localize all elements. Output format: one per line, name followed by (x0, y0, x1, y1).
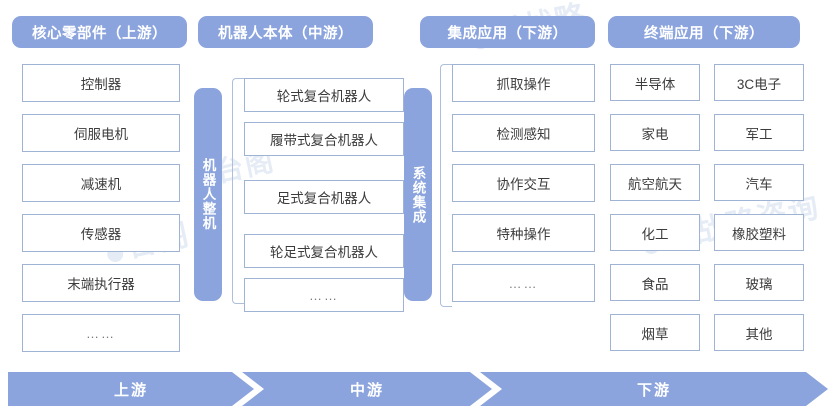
list-item[interactable]: 橡胶塑料 (714, 214, 804, 251)
list-item[interactable]: 3C电子 (714, 64, 804, 101)
list-item[interactable]: 末端执行器 (22, 264, 180, 302)
list-item[interactable]: 履带式复合机器人 (244, 122, 404, 156)
list-item[interactable]: 汽车 (714, 164, 804, 201)
column-header-integration: 集成应用（下游） (420, 16, 595, 48)
list-item[interactable]: 伺服电机 (22, 114, 180, 152)
bracket-integration (440, 64, 452, 307)
bracket-midstream (232, 78, 244, 304)
list-item[interactable]: 减速机 (22, 164, 180, 202)
list-item[interactable]: 协作交互 (452, 164, 595, 202)
list-item[interactable]: 军工 (714, 114, 804, 151)
list-item-more[interactable]: …… (22, 314, 180, 352)
column-header-midstream: 机器人本体（中游） (198, 16, 373, 48)
side-label-robot-unit: 机器人整机 (194, 88, 222, 301)
side-label-text: 机器人整机 (200, 158, 216, 231)
list-item[interactable]: 玻璃 (714, 264, 804, 301)
column-header-upstream: 核心零部件（上游） (12, 16, 187, 48)
list-item[interactable]: 烟草 (610, 314, 700, 351)
list-item[interactable]: 化工 (610, 214, 700, 251)
list-item[interactable]: 抓取操作 (452, 64, 595, 102)
list-item[interactable]: 控制器 (22, 64, 180, 102)
list-item[interactable]: 检测感知 (452, 114, 595, 152)
list-item[interactable]: 家电 (610, 114, 700, 151)
list-item[interactable]: 航空航天 (610, 164, 700, 201)
list-item[interactable]: 轮足式复合机器人 (244, 234, 404, 268)
side-label-system-integration: 系统集成 (404, 88, 432, 301)
list-item[interactable]: 半导体 (610, 64, 700, 101)
column-header-terminal: 终端应用（下游） (608, 16, 800, 48)
list-item[interactable]: 轮式复合机器人 (244, 78, 404, 112)
flow-arrow-upstream: 上游 (8, 372, 254, 406)
list-item-more[interactable]: …… (452, 264, 595, 302)
list-item[interactable]: 足式复合机器人 (244, 180, 404, 214)
flow-arrow-downstream: 下游 (480, 372, 828, 406)
list-item[interactable]: 传感器 (22, 214, 180, 252)
flow-arrow-midstream: 中游 (242, 372, 492, 406)
side-label-text: 系统集成 (410, 165, 426, 224)
list-item[interactable]: 食品 (610, 264, 700, 301)
list-item[interactable]: 特种操作 (452, 214, 595, 252)
list-item-more[interactable]: …… (244, 278, 404, 312)
list-item[interactable]: 其他 (714, 314, 804, 351)
